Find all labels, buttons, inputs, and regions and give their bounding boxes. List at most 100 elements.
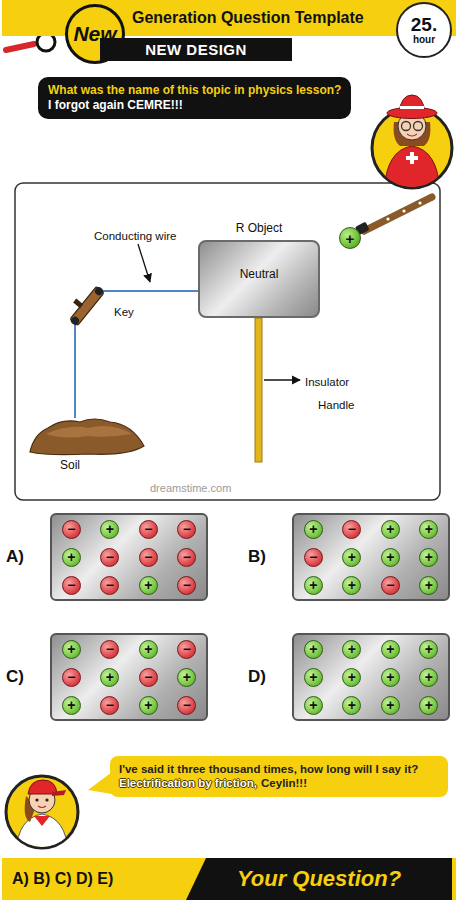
key-switch [62,280,105,327]
rod-dot [386,217,389,220]
topic-answer: Electrification by friction, [119,777,257,789]
charge-circle: + [419,696,438,715]
soil-mound [28,412,146,456]
charge-circle: − [177,640,196,659]
diagram-panel [15,183,440,500]
charge-circle: − [62,576,81,595]
charge-sign: − [183,522,191,536]
charge-sign: + [348,642,356,656]
charge-sign: + [348,578,356,592]
conducting-wire [75,291,198,418]
charge-sign: + [144,698,152,712]
charge-sign: + [309,642,317,656]
character-glasses [402,122,411,131]
charge-sign: − [144,670,152,684]
option-letter: B) [248,547,292,567]
charge-circle: − [100,576,119,595]
charge-sign: + [309,522,317,536]
charge-circle: + [62,548,81,567]
charge-sign: + [67,698,75,712]
metal-plate: ++++++++++++ [292,633,450,721]
charge-circle: + [342,576,361,595]
charge-sign: − [386,578,394,592]
charge-sign: + [386,642,394,656]
metal-plate: +−++−+++++−+ [292,513,450,601]
magnifier-handle [6,44,34,50]
charge-sign: − [348,522,356,536]
charge-sign: − [183,550,191,564]
charge-circle: + [342,668,361,687]
charge-circle: − [342,520,361,539]
charge-sign: + [386,698,394,712]
metal-plate: +−+−−+−++−+− [50,633,208,721]
answer-option: D)++++++++++++ [248,633,450,721]
charge-sign: − [144,522,152,536]
plate-face: Neutral [198,240,320,318]
charged-sphere: + [339,227,361,249]
charge-circle: + [381,668,400,687]
charge-sign: − [183,698,191,712]
charge-circle: + [139,576,158,595]
charge-sign: − [106,642,114,656]
charge-sign: + [183,670,191,684]
charge-sign: + [386,550,394,564]
charge-sign: + [309,578,317,592]
design-bar: NEW DESIGN [100,38,292,61]
charge-circle: − [177,576,196,595]
bubble-tail [88,772,112,794]
charge-circle: − [139,520,158,539]
charge-sign: − [183,578,191,592]
charge-sign: + [348,698,356,712]
charge-sign: + [309,698,317,712]
charge-sign: + [106,522,114,536]
charge-circle: + [419,548,438,567]
speech-text: Ceylin!!! [261,777,307,789]
soil-ground: Soil [28,412,146,472]
charge-sign: + [346,231,355,246]
charge-circle: + [62,696,81,715]
charge-sign: + [348,550,356,564]
charge-state: Neutral [240,267,279,281]
charge-sign: − [67,578,75,592]
charge-circle: − [177,696,196,715]
charge-circle: + [342,696,361,715]
charge-sign: + [425,670,433,684]
clock-unit: hour [413,34,435,45]
rod-dot [402,209,405,212]
charge-circle: + [342,548,361,567]
charge-sign: − [106,578,114,592]
character-hat-brim [387,108,437,119]
charge-circle: − [62,668,81,687]
clock-badge: 25.hour [396,2,452,58]
part-label: Handle [318,399,354,411]
charge-sign: + [67,642,75,656]
soil-highlight [46,426,132,438]
charge-circle: + [304,520,323,539]
charge-circle: − [100,640,119,659]
answer-option: C)+−+−−+−++−+− [6,633,208,721]
character-body [384,146,440,192]
charge-sign: − [106,550,114,564]
watermark: dreamstime.com [150,482,231,494]
leader-arrow [264,379,300,380]
part-label: Conducting wire [94,230,176,242]
charge-circle: − [62,520,81,539]
character-glasses [414,122,423,131]
charge-circle: + [62,640,81,659]
soil-shape [30,419,144,455]
charge-circle: + [381,696,400,715]
footer-band: A) B) C) D) E)Your Question? [2,858,456,900]
charge-sign: + [309,670,317,684]
charge-circle: + [139,640,158,659]
answer-option: B)+−++−+++++−+ [248,513,450,601]
character-cap-peak [52,790,66,796]
option-letter: D) [248,667,292,687]
charge-circle: + [419,576,438,595]
leader-arrow [138,244,150,282]
clock-number: 25. [411,15,437,34]
charge-sign: + [67,550,75,564]
charge-sign: + [386,670,394,684]
charge-circle: + [100,668,119,687]
answer-option: A)−+−−+−−−−−+− [6,513,208,601]
rod-dot [418,201,421,204]
